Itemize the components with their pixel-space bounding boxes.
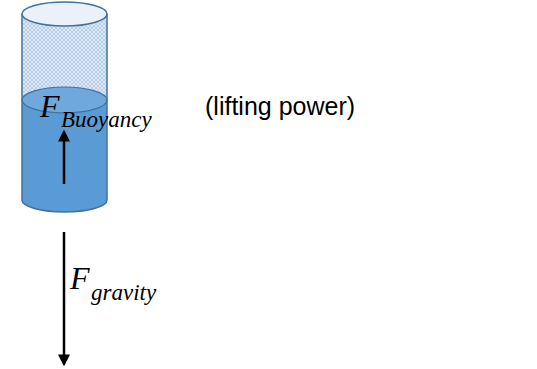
force-symbol: F xyxy=(40,90,60,122)
force-subscript: gravity xyxy=(91,281,156,304)
cylinder-rim xyxy=(22,2,107,26)
buoyancy-arrow xyxy=(63,132,66,184)
gravity-arrow xyxy=(63,232,66,364)
force-subscript: Buoyancy xyxy=(61,108,152,131)
force-symbol: F xyxy=(70,262,90,294)
annotation: (lifting power) xyxy=(205,94,355,119)
glass-cylinder xyxy=(22,2,107,212)
